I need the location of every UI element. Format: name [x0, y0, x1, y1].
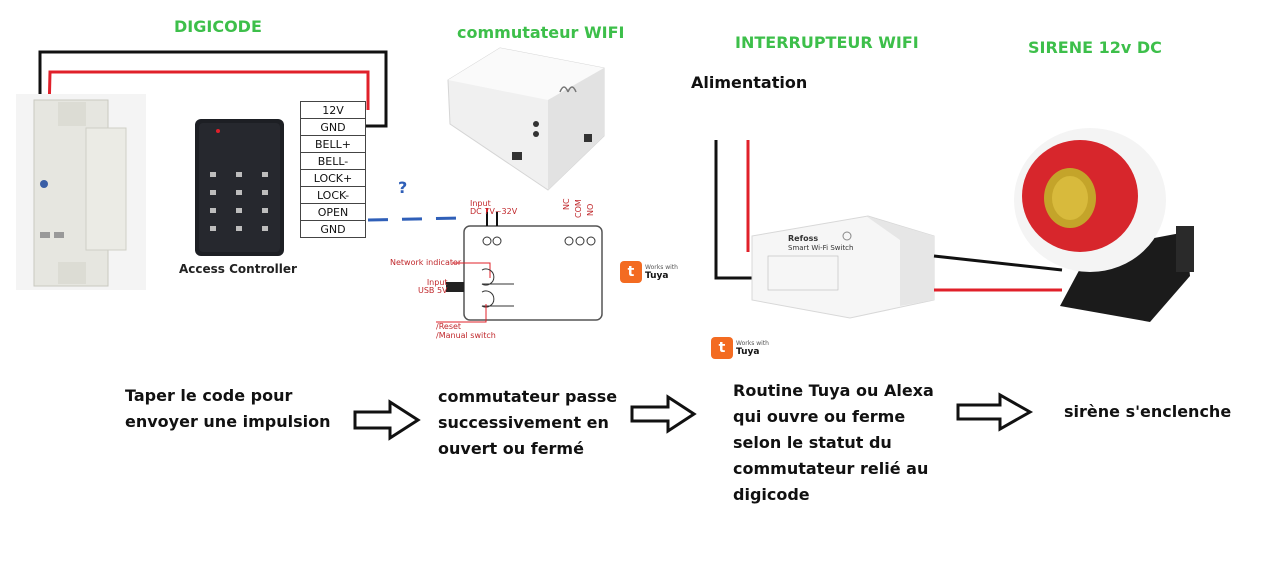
terminal-label: LOCK+	[300, 169, 366, 187]
black-wire-alimentation	[714, 140, 760, 280]
din-power-supply	[16, 94, 146, 290]
access-controller-label: Access Controller	[179, 262, 297, 276]
terminal-row: GND	[300, 220, 366, 238]
black-wire-siren	[933, 254, 1063, 272]
refoss-brand: Refoss	[788, 234, 819, 243]
title-sirene: SIRENE 12v DC	[1028, 38, 1162, 57]
siren-photo	[1014, 128, 1194, 322]
nc-label: NC	[562, 198, 571, 210]
refoss-product: Smart Wi-Fi Switch	[788, 244, 854, 252]
keypad-key	[262, 226, 268, 231]
arrow-1	[353, 399, 421, 441]
keypad-device	[195, 119, 284, 256]
commutateur-module-photo	[447, 47, 605, 191]
keypad-key	[262, 172, 268, 177]
commutateur-schematic	[436, 208, 603, 323]
keypad-key	[236, 172, 242, 177]
terminal-label: LOCK-	[300, 186, 366, 204]
terminal-row: LOCK-	[300, 186, 366, 204]
keypad-key	[210, 208, 216, 213]
tuya-badge-commutateur: t Works with Tuya	[620, 261, 678, 283]
question-mark: ?	[398, 178, 408, 197]
keypad-key	[236, 226, 242, 231]
keypad-key	[210, 190, 216, 195]
input-dc-label: Input DC 7V~32V	[470, 199, 518, 216]
arrow-3	[956, 392, 1034, 432]
tuya-logo-icon: t	[711, 337, 733, 359]
alimentation-label: Alimentation	[691, 73, 808, 92]
terminal-row: BELL+	[300, 135, 366, 153]
tuya-logo-icon: t	[620, 261, 642, 283]
keypad-key	[236, 190, 242, 195]
keypad-key	[236, 208, 242, 213]
step-1-text: Taper le code pour envoyer une impulsion	[125, 386, 331, 431]
keypad-key	[210, 172, 216, 177]
terminal-label: BELL-	[300, 152, 366, 170]
input-usb-label: Input USB 5V	[418, 278, 448, 295]
terminal-label: GND	[300, 220, 366, 238]
terminal-row: OPEN	[300, 203, 366, 221]
step-3-text: Routine Tuya ou Alexa qui ouvre ou ferme…	[733, 381, 934, 504]
terminal-row: BELL-	[300, 152, 366, 170]
title-commutateur-wifi: commutateur WIFI	[457, 23, 625, 42]
terminal-row: 12V	[300, 101, 366, 119]
title-interrupteur-wifi: INTERRUPTEUR WIFI	[735, 33, 919, 52]
keypad-key	[210, 226, 216, 231]
keypad-key	[262, 190, 268, 195]
terminal-row: GND	[300, 118, 366, 136]
terminal-label: BELL+	[300, 135, 366, 153]
step-2-text: commutateur passe successivement en ouve…	[438, 387, 618, 458]
manual-switch-label: /Manual switch	[436, 331, 496, 340]
terminal-label: GND	[300, 118, 366, 136]
arrow-2	[630, 394, 697, 434]
keypad-key	[262, 208, 268, 213]
blue-dashed-link	[367, 216, 461, 222]
terminal-label: OPEN	[300, 203, 366, 221]
com-label: COM	[574, 199, 583, 218]
network-indicator-label: Network indicator	[390, 258, 462, 267]
no-label: NO	[586, 203, 595, 216]
black-wire-digicode	[38, 50, 388, 158]
terminal-label: 12V	[300, 101, 366, 119]
reset-label: /Reset	[436, 322, 462, 331]
refoss-switch-photo	[751, 215, 935, 319]
title-digicode: DIGICODE	[174, 17, 262, 36]
tuya-badge-interrupteur: t Works with Tuya	[711, 337, 769, 359]
step-4-text: sirène s'enclenche	[1064, 402, 1232, 421]
terminal-row: LOCK+	[300, 169, 366, 187]
